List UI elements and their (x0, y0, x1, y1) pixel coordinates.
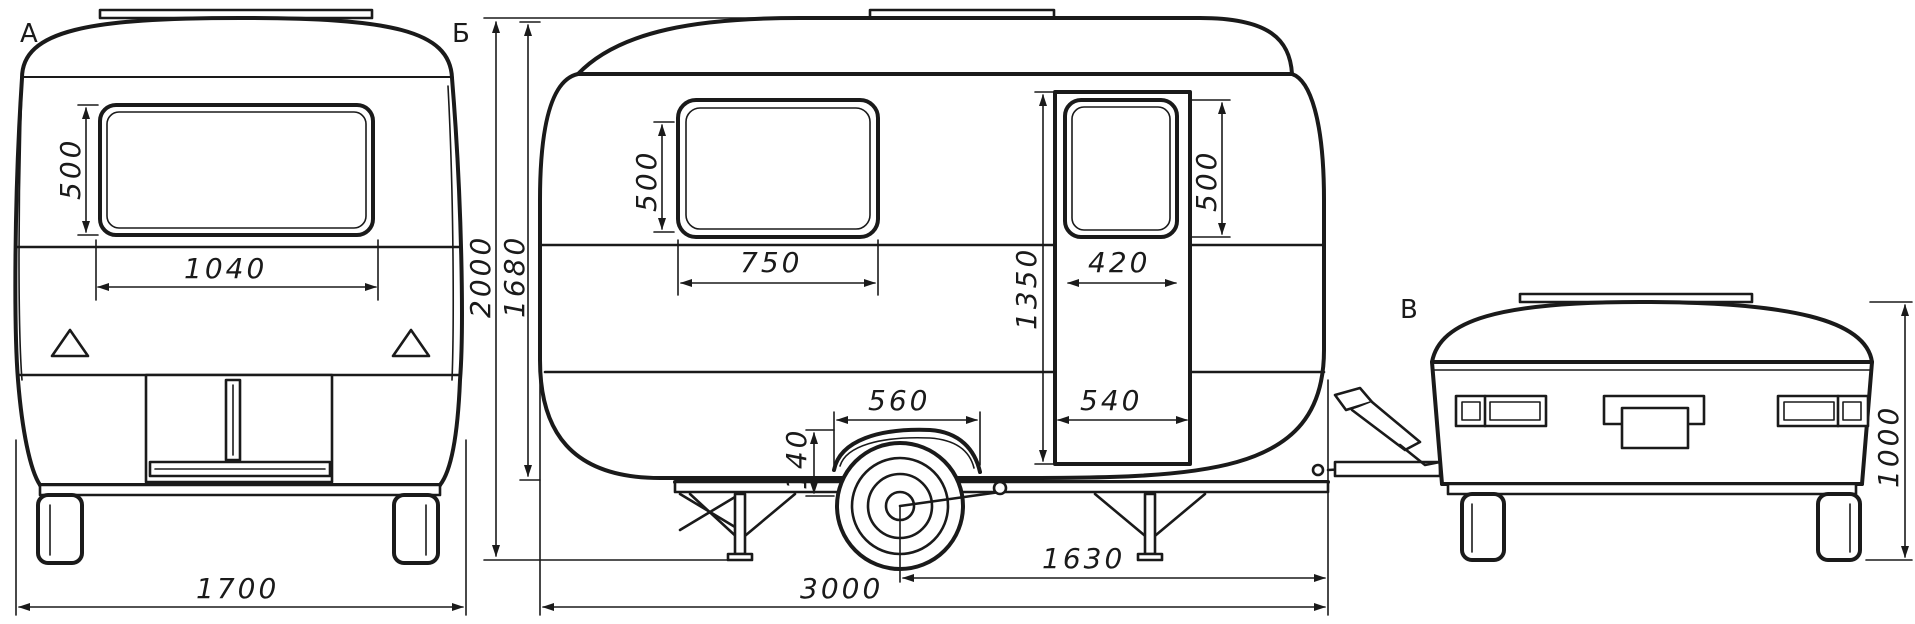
dim-door-window-width: 420 (1088, 246, 1150, 279)
dim-wheel-arch-height: 140 (780, 428, 813, 490)
roof-cap (1430, 300, 1874, 364)
closed-view: В 1000 (1400, 292, 1913, 562)
dim-door-height: 1350 (1010, 247, 1043, 330)
dim-side-window-height: 500 (630, 150, 663, 212)
dim-door-window-height: 500 (1190, 150, 1223, 212)
dim-closed-height: 1000 (1872, 405, 1905, 488)
view-label-c: В (1400, 295, 1418, 325)
reflector-left-icon (50, 328, 90, 358)
suspension-arm (898, 490, 1002, 508)
caravan-body (538, 72, 1326, 480)
dim-rear-total-width: 1700 (196, 572, 279, 605)
rear-view: А 500 1040 1700 (13, 8, 467, 616)
license-plate (1620, 406, 1690, 450)
lamp-right (1776, 394, 1870, 428)
dim-rear-total-height: 2000 (464, 235, 497, 318)
dim-axle-to-hitch: 1630 (1042, 542, 1125, 575)
dim-side-body-height: 1680 (498, 235, 531, 318)
lamp-left (1454, 394, 1548, 428)
side-view: Б 2000 1680 (452, 8, 1442, 616)
reflector-right-icon (391, 328, 431, 358)
chassis-beam (1446, 482, 1858, 496)
roof-cap (20, 16, 454, 80)
dim-rear-window-width: 1040 (184, 252, 267, 285)
door-window (1063, 98, 1179, 239)
dim-rear-window-height: 500 (54, 138, 87, 200)
dim-door-width: 540 (1080, 384, 1142, 417)
wheel-right (1816, 492, 1862, 562)
dim-total-length: 3000 (800, 572, 883, 605)
chassis-beam (38, 483, 442, 497)
roof-cap (576, 16, 1294, 76)
dim-wheel-arch-width: 560 (868, 384, 930, 417)
wheel-right (392, 493, 440, 565)
rear-window (98, 103, 375, 237)
side-window (676, 98, 880, 239)
dim-side-window-width: 750 (740, 246, 802, 279)
wheel-left (36, 493, 84, 565)
wheel-left (1460, 492, 1506, 562)
view-label-b: Б (452, 19, 470, 49)
view-label-a: А (20, 19, 38, 49)
